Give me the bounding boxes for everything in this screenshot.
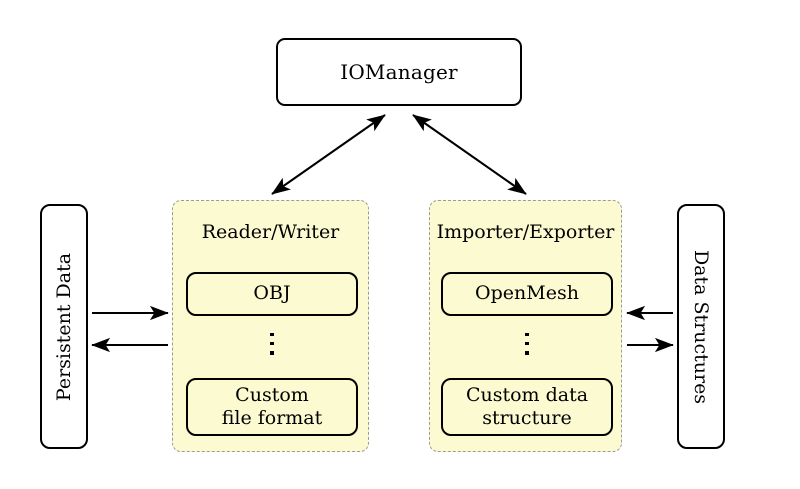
box-custom-file-format[interactable]: Custom file format (186, 378, 358, 436)
arrow-manager-reader-writer (271, 114, 386, 195)
box-openmesh[interactable]: OpenMesh (441, 272, 613, 316)
box-obj[interactable]: OBJ (186, 272, 358, 316)
persistent-data-label: Persistent Data (53, 252, 75, 401)
box-custom-file-format-line1: Custom (235, 383, 309, 406)
group-reader-writer-title: Reader/Writer (201, 221, 340, 243)
data-structures-node[interactable]: Data Structures (677, 204, 725, 449)
box-obj-label: OBJ (253, 282, 291, 305)
ellipsis-importer-exporter (520, 333, 534, 355)
arrow-manager-importer-exporter (412, 114, 527, 195)
ellipsis-reader-writer (265, 333, 279, 355)
box-custom-file-format-line2: file format (221, 407, 323, 429)
group-importer-exporter[interactable]: Importer/Exporter OpenMesh Custom data s… (429, 200, 622, 452)
box-openmesh-label: OpenMesh (475, 282, 579, 305)
persistent-data-node[interactable]: Persistent Data (40, 204, 88, 449)
group-importer-exporter-title: Importer/Exporter (436, 221, 615, 243)
io-manager-label: IOManager (340, 60, 458, 84)
box-custom-data-structure[interactable]: Custom data structure (441, 378, 613, 436)
box-custom-data-structure-label: Custom data structure (466, 384, 588, 430)
group-reader-writer[interactable]: Reader/Writer OBJ Custom file format (172, 200, 369, 452)
box-custom-data-structure-line1: Custom data (465, 383, 589, 406)
box-custom-data-structure-line2: structure (482, 407, 572, 429)
data-structures-label: Data Structures (690, 249, 712, 404)
io-manager-node[interactable]: IOManager (276, 38, 522, 106)
box-custom-file-format-label: Custom file format (222, 384, 323, 430)
